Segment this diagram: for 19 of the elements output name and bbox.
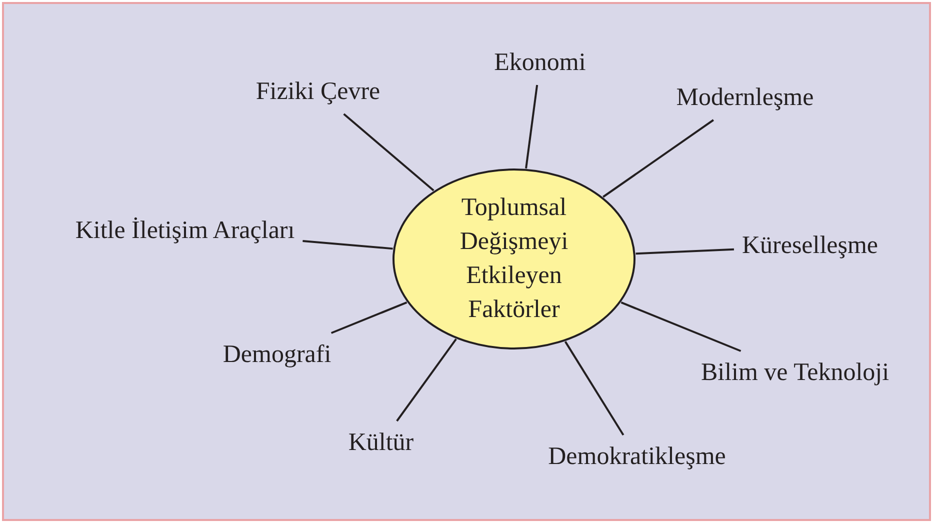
factor-label: Kültür [348, 429, 414, 457]
factor-label: Modernleşme [676, 84, 814, 112]
connector-line [343, 113, 434, 192]
factor-label: Demokratikleşme [548, 443, 726, 471]
connector-line [302, 240, 393, 250]
connector-line [636, 248, 734, 255]
connector-line [330, 302, 408, 334]
connector-line [564, 341, 624, 436]
factor-label: Ekonomi [494, 49, 586, 77]
factor-label: Kitle İletişim Araçları [75, 217, 295, 245]
connector-line [525, 84, 538, 169]
factor-label: Küreselleşme [742, 232, 878, 260]
connector-line [620, 302, 742, 352]
connector-line [396, 338, 457, 422]
factor-label: Demografi [222, 341, 332, 369]
connector-line [602, 119, 714, 198]
factor-label: Fiziki Çevre [256, 78, 380, 106]
factor-label: Bilim ve Teknoloji [700, 359, 890, 387]
center-title: Toplumsal Değişmeyi Etkileyen Faktörler [458, 193, 570, 325]
